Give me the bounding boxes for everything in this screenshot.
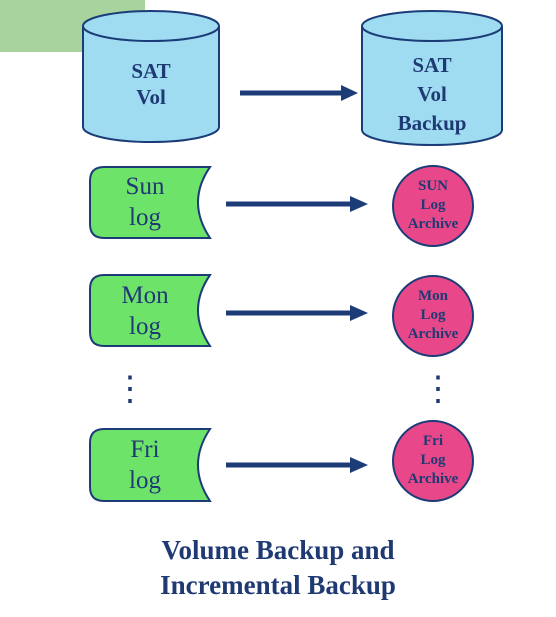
source-volume-label: SAT Vol (83, 58, 219, 111)
log-sun-line1: Sun (125, 173, 165, 200)
archive-sun-line1: SUN (417, 178, 448, 194)
backup-volume-cylinder (361, 10, 503, 146)
log-fri-line2: log (129, 467, 161, 494)
arrow-mon-archive (226, 305, 368, 321)
caption-line1: Volume Backup and (161, 535, 395, 565)
backup-volume-label: SAT Vol Backup (362, 51, 502, 138)
log-tape-fri (89, 428, 212, 502)
archive-circle-sun (392, 165, 474, 247)
archive-label-fri: Fri Log Archive (393, 432, 473, 489)
archive-circle-fri (392, 420, 474, 502)
backup-volume-line1: SAT (412, 53, 452, 77)
arrow-volume-backup (240, 85, 358, 101)
archive-circle-mon (392, 275, 474, 357)
log-tape-sun (89, 166, 212, 239)
log-mon-line1: Mon (121, 282, 169, 309)
log-label-fri: Fri log (95, 434, 195, 496)
archive-label-sun: SUN Log Archive (393, 177, 473, 234)
log-fri-line1: Fri (130, 436, 160, 463)
archive-mon-line2: Log (420, 307, 446, 323)
source-volume-line2: Vol (136, 85, 166, 110)
diagram-caption: Volume Backup and Incremental Backup (0, 533, 556, 603)
arrow-fri-archive (226, 457, 368, 473)
archive-fri-line2: Log (420, 452, 446, 468)
ellipsis-left: ⋮ (113, 371, 147, 408)
log-mon-line2: log (129, 313, 161, 340)
archive-sun-line2: Log (420, 197, 446, 213)
archive-label-mon: Mon Log Archive (393, 287, 473, 344)
archive-fri-line1: Fri (423, 433, 443, 449)
backup-volume-line2: Vol (417, 82, 447, 106)
arrow-sun-archive (226, 196, 368, 212)
log-label-mon: Mon log (95, 280, 195, 342)
archive-mon-line1: Mon (418, 288, 448, 304)
log-tape-mon (89, 274, 212, 347)
archive-fri-line3: Archive (407, 471, 459, 487)
log-label-sun: Sun log (95, 171, 195, 233)
archive-sun-line3: Archive (407, 216, 459, 232)
source-volume-cylinder (82, 10, 220, 143)
ellipsis-right: ⋮ (421, 371, 455, 408)
archive-mon-line3: Archive (407, 326, 459, 342)
source-volume-line1: SAT (131, 59, 171, 83)
caption-line2: Incremental Backup (160, 570, 396, 600)
log-sun-line2: log (129, 204, 161, 231)
backup-volume-line3: Backup (397, 111, 467, 135)
